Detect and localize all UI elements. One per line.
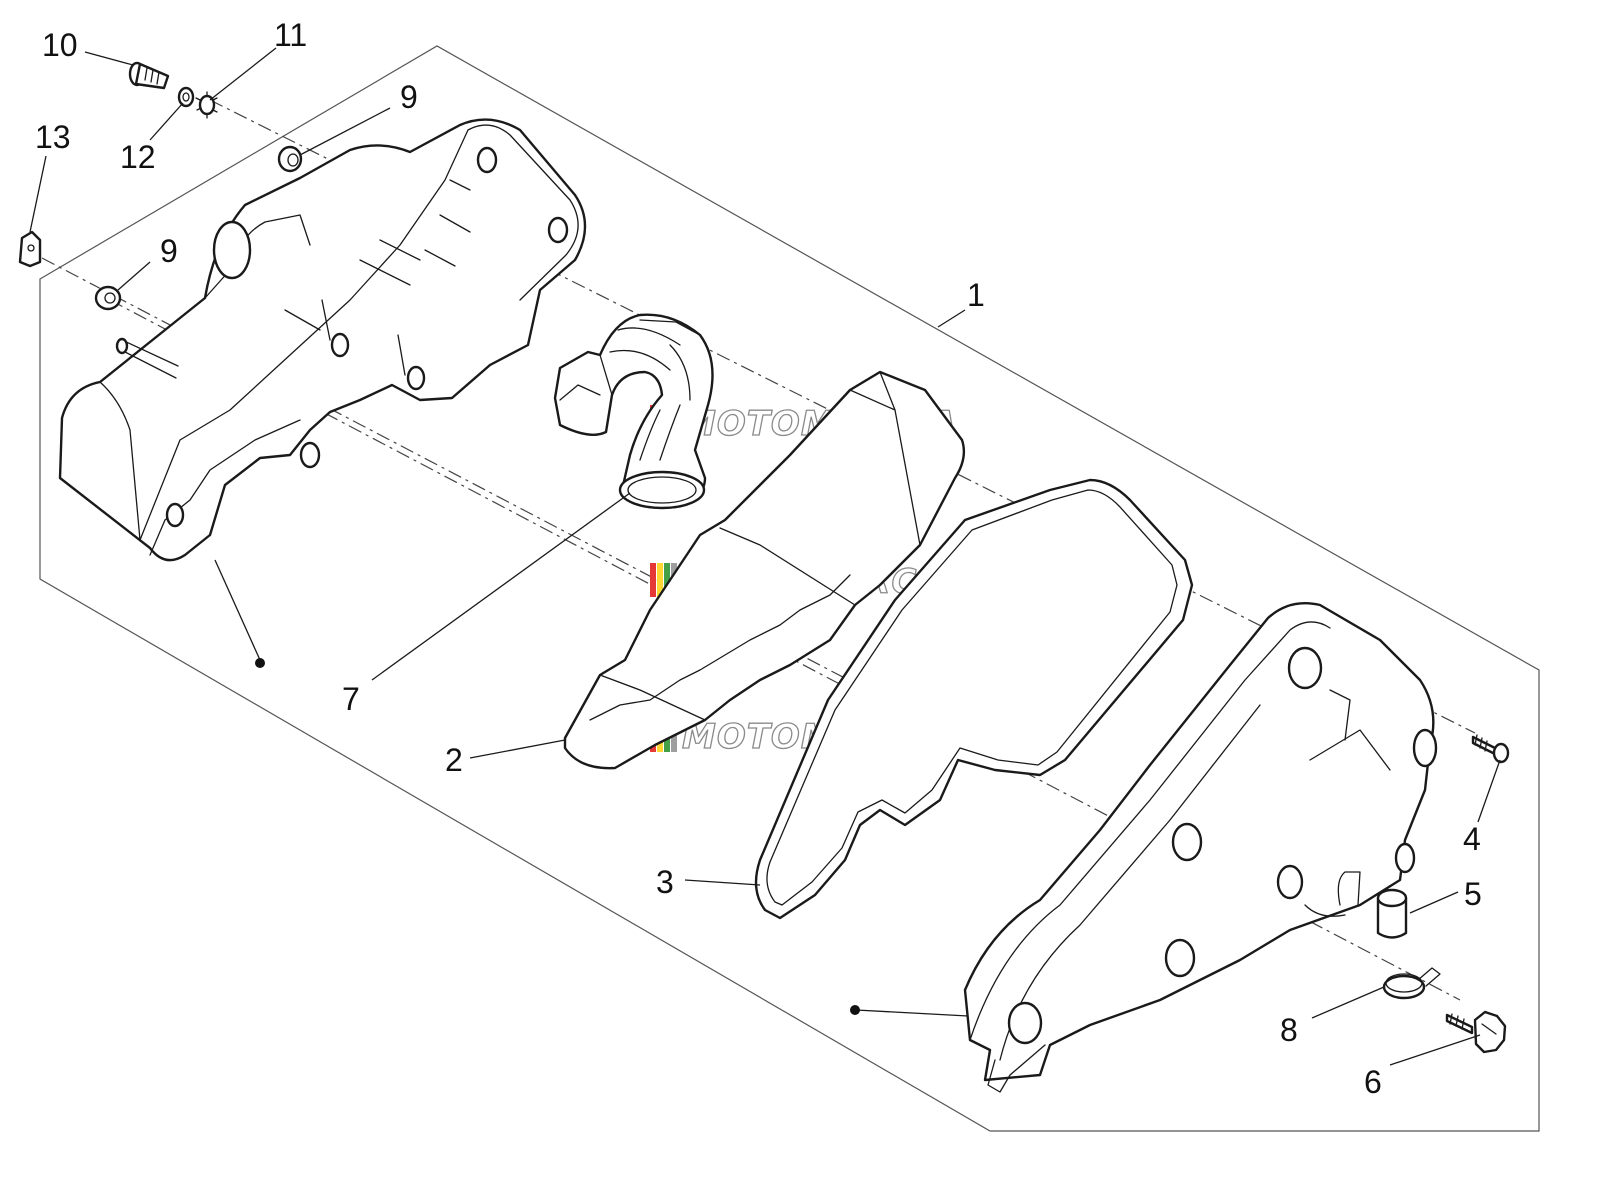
callout-10: 10 — [42, 27, 78, 63]
callout-5: 5 — [1464, 876, 1482, 912]
callout-9-upper: 9 — [400, 79, 418, 115]
callout-6: 6 — [1364, 1064, 1382, 1100]
sleeve-5 — [1376, 888, 1408, 939]
gasket — [754, 478, 1194, 920]
leader-lines — [29, 47, 1501, 1066]
callout-12: 12 — [120, 139, 156, 175]
callout-labels: 1 2 3 4 5 6 7 8 9 9 10 11 12 13 — [35, 17, 1482, 1100]
callout-3: 3 — [656, 864, 674, 900]
callout-8: 8 — [1280, 1012, 1298, 1048]
callout-9-lower: 9 — [160, 233, 178, 269]
air-filter-element — [563, 370, 966, 770]
airbox-cover — [963, 601, 1438, 1093]
intake-duct — [553, 313, 714, 510]
spring-clamp-8 — [1382, 967, 1441, 1000]
knob-screw-6 — [1445, 1010, 1507, 1054]
callout-1: 1 — [967, 277, 985, 313]
callout-11: 11 — [274, 17, 307, 53]
assembly-boundary — [39, 45, 1540, 1132]
grommet-9-upper — [277, 145, 303, 173]
callout-4: 4 — [1463, 821, 1481, 857]
bolt-10 — [128, 61, 170, 90]
clip-13 — [18, 230, 42, 268]
callout-7: 7 — [342, 681, 360, 717]
airbox-base-housing — [58, 118, 587, 562]
lock-washer-11 — [195, 91, 218, 119]
hardware — [18, 61, 1510, 1054]
washer-12 — [177, 86, 195, 108]
grommet-9-lower — [94, 285, 122, 311]
callout-2: 2 — [445, 742, 463, 778]
screw-4 — [1471, 734, 1510, 764]
callout-13: 13 — [35, 119, 71, 155]
